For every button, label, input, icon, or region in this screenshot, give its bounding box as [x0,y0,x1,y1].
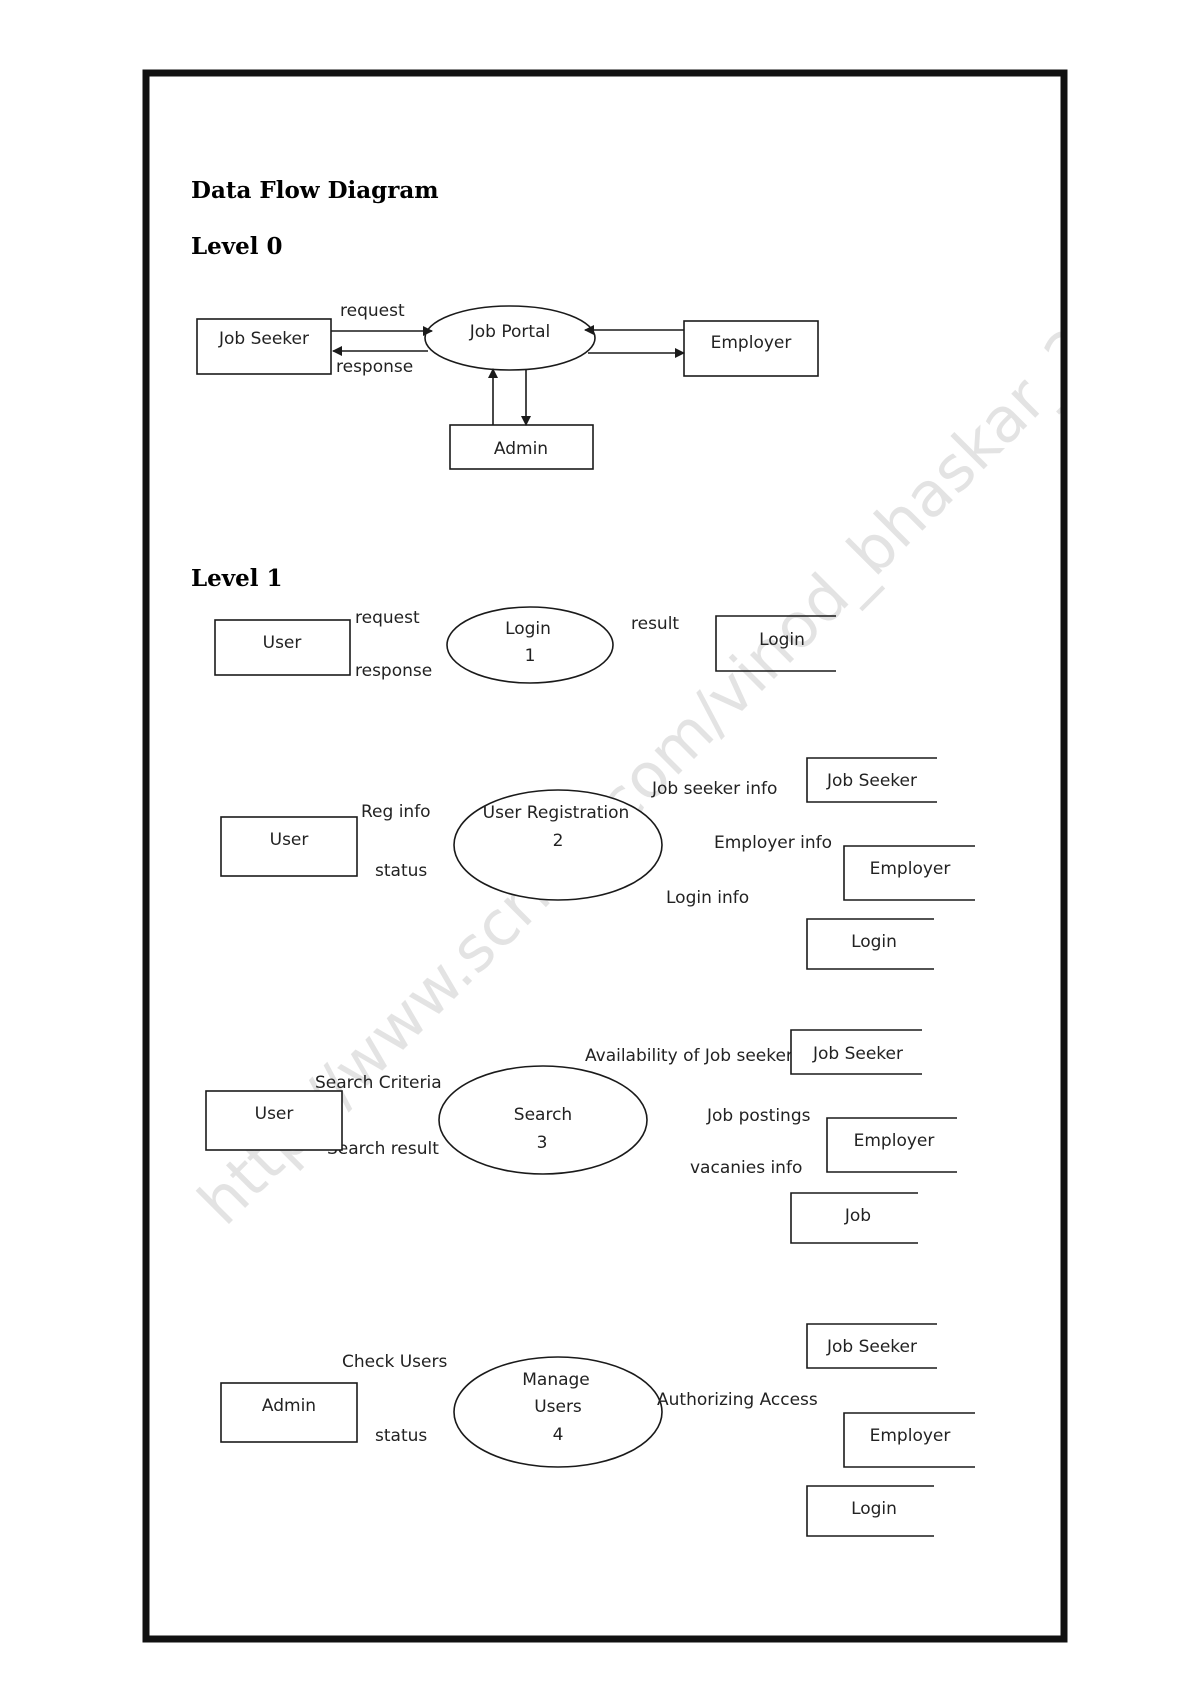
manage-flow-in-label: Check Users [342,1352,447,1372]
registration-flow2-label: Employer info [714,833,832,853]
process-manage-users-line1: Manage [522,1370,590,1390]
search-flow2-label: Job postings [706,1106,811,1126]
process-job-portal-label: Job Portal [469,322,550,342]
process-user-registration [453,789,663,901]
process-search-name: Search [514,1105,572,1125]
level1-registration: User Reg info status User Registration 2… [220,757,975,970]
process-search-number: 3 [537,1133,548,1153]
manage-store-employer [843,1412,975,1468]
entity-admin-label: Admin [494,439,548,459]
registration-flow-in-label: Reg info [361,802,431,822]
level0-diagram: Job Seeker Job Portal Employer Admin req… [196,301,819,470]
manage-flow1-label: Authorizing Access [657,1390,818,1410]
registration-entity-user-label: User [270,830,309,850]
process-manage-users-number: 4 [553,1425,564,1445]
search-store-job-seeker-label: Job Seeker [812,1044,903,1064]
login-flow-in-label: request [355,608,420,628]
search-store-job-seeker [790,1029,922,1075]
manage-store-employer-label: Employer [870,1426,951,1446]
flow-response-label: response [336,357,413,377]
flow-request-label: request [340,301,405,321]
search-flow1-label: Availability of Job seeker [585,1046,793,1066]
manage-flow-out-label: status [375,1426,427,1446]
diagram-title: Data Flow Diagram [191,177,439,204]
search-entity-user [205,1090,343,1151]
entity-admin [449,424,594,470]
registration-store-login-label: Login [851,932,897,952]
manage-store-login-label: Login [851,1499,897,1519]
level0-heading: Level 0 [191,233,283,260]
search-store-job-label: Job [844,1206,871,1226]
registration-flow1-label: Job seeker info [651,779,777,799]
manage-entity-admin [220,1382,358,1443]
level1-manage-users: Admin Check Users status Manage Users 4 … [220,1323,975,1537]
registration-flow3-label: Login info [666,888,749,908]
process-search [438,1065,648,1175]
registration-store-login [806,918,934,970]
login-store [715,615,836,672]
level1-search: Search Criteria Search result Search 3 U… [205,1029,957,1244]
process-manage-users [453,1356,663,1468]
registration-store-employer [843,845,975,901]
process-job-portal [424,305,596,371]
entity-job-seeker [196,318,332,375]
process-user-registration-name: User Registration [483,803,630,823]
process-login-number: 1 [525,646,536,666]
manage-store-login [806,1485,934,1537]
registration-entity-user [220,816,358,877]
level1-login: User request response Login 1 result Log… [214,606,836,684]
registration-store-job-seeker [806,757,937,803]
search-flow-in-label: Search Criteria [315,1073,442,1093]
process-login [446,606,614,684]
process-manage-users-line2: Users [534,1397,582,1417]
level1-heading: Level 1 [191,565,283,592]
process-login-name: Login [505,619,551,639]
login-store-label: Login [759,630,805,650]
search-store-employer [826,1117,957,1173]
manage-store-job-seeker-label: Job Seeker [826,1337,917,1357]
search-entity-user-label: User [255,1104,294,1124]
entity-employer-label: Employer [711,333,792,353]
search-store-employer-label: Employer [854,1131,935,1151]
login-entity-user-label: User [263,633,302,653]
registration-flow-out-label: status [375,861,427,881]
registration-store-job-seeker-label: Job Seeker [826,771,917,791]
search-store-job [790,1192,918,1244]
manage-entity-admin-label: Admin [262,1396,316,1416]
process-user-registration-number: 2 [553,831,564,851]
login-flow-out-label: response [355,661,432,681]
search-flow3-label: vacanies info [690,1158,802,1178]
entity-employer [683,320,819,377]
manage-store-job-seeker [806,1323,937,1369]
registration-store-employer-label: Employer [870,859,951,879]
page-border [142,69,1068,1643]
login-entity-user [214,619,351,676]
login-flow-result-label: result [631,614,679,634]
entity-job-seeker-label: Job Seeker [218,329,309,349]
search-flow-out-label: Search result [327,1139,439,1159]
